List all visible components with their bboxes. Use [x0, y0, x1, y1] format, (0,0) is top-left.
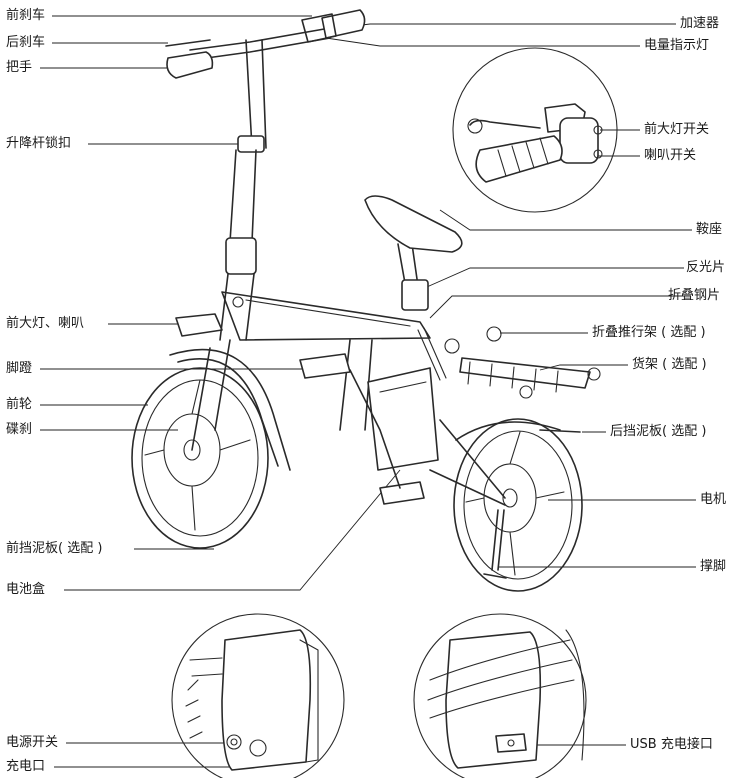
- label-front-brake: 前刹车: [6, 8, 46, 23]
- label-front-light-horn: 前大灯、喇叭: [6, 316, 85, 331]
- label-pedal: 脚蹬: [6, 361, 33, 376]
- label-charge-port: 充电口: [6, 759, 46, 774]
- label-reflector: 反光片: [686, 260, 726, 275]
- usb-port-detail-view: [413, 613, 587, 778]
- label-saddle: 鞍座: [696, 222, 723, 237]
- label-accelerator: 加速器: [680, 16, 720, 31]
- label-folding-push-rack: 折叠推行架 ( 选配 ): [592, 325, 706, 340]
- label-front-wheel: 前轮: [6, 397, 33, 412]
- battery-switch-detail-view: [171, 613, 345, 778]
- label-rear-fender: 后挡泥板( 选配 ): [610, 424, 707, 439]
- label-front-light-switch: 前大灯开关: [644, 122, 710, 137]
- leader-lines: [40, 15, 696, 768]
- label-rear-brake: 后刹车: [6, 35, 46, 50]
- label-front-fender: 前挡泥板( 选配 ): [6, 541, 103, 556]
- label-handlebar: 把手: [6, 60, 33, 75]
- label-battery-indicator: 电量指示灯: [644, 38, 710, 53]
- label-cargo-rack: 货架 ( 选配 ): [632, 357, 707, 372]
- handlebar-detail-view: [452, 47, 618, 213]
- ebike-drawing: [131, 9, 601, 592]
- label-kickstand: 撑脚: [700, 559, 727, 574]
- label-usb-port: USB 充电接口: [630, 737, 713, 752]
- label-lift-rod-lock: 升降杆锁扣: [6, 136, 72, 151]
- label-horn-switch: 喇叭开关: [644, 148, 697, 163]
- label-disc-brake: 碟刹: [6, 422, 33, 437]
- label-battery-box: 电池盒: [6, 582, 46, 597]
- label-motor: 电机: [700, 492, 727, 507]
- label-power-switch: 电源开关: [6, 735, 59, 750]
- label-folding-steel-plate: 折叠钢片: [668, 288, 721, 303]
